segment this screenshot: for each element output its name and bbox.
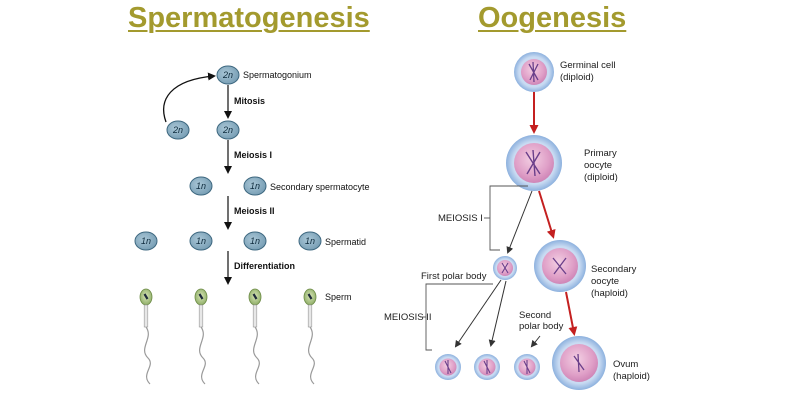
polar-body-cell-2: [474, 354, 500, 380]
germinal-cell-label-line1: Germinal cell: [560, 60, 615, 71]
spermatid-label: Spermatid: [325, 237, 366, 247]
cell-label-1n: 1n: [250, 236, 260, 246]
cell-label-1n: 1n: [196, 181, 206, 191]
second-polar-body-cell: [514, 354, 540, 380]
primary-to-polar-arrow: [506, 190, 533, 254]
oogenesis-title: Oogenesis: [478, 2, 627, 34]
meiosis2-label: MEIOSIS II: [384, 312, 432, 323]
secondary-spermatocyte-cell-2: 1n: [243, 176, 267, 196]
sperm-cell-2: [194, 288, 208, 385]
daughter-cell-left: 2n: [166, 120, 190, 140]
secondary-oocyte-cell: [534, 240, 586, 292]
spermatid-cell-3: 1n: [243, 231, 267, 251]
meiosis2-label: Meiosis II: [234, 206, 275, 216]
cell-label-2n: 2n: [222, 70, 233, 80]
primary-oocyte-cell: [506, 135, 562, 191]
primary-oocyte-label-line2: oocyte: [584, 160, 612, 171]
meiosis1-label: Meiosis I: [234, 150, 272, 160]
second-polar-body-label-line1: Second: [519, 310, 551, 321]
sperm-label: Sperm: [325, 292, 352, 302]
secondary-oocyte-label-line2: oocyte: [591, 276, 619, 287]
secondary-oocyte-label-line1: Secondary: [591, 264, 637, 275]
spermatogonium-label: Spermatogonium: [243, 70, 312, 80]
spermatid-cell-1: 1n: [134, 231, 158, 251]
ovum-label-line1: Ovum: [613, 359, 638, 370]
first-polar-body-label: First polar body: [421, 271, 487, 282]
germinal-cell-label-line2: (diploid): [560, 72, 594, 83]
mitosis-label: Mitosis: [234, 96, 265, 106]
germinal-cell: [514, 52, 554, 92]
primary-spermatocyte-cell: 2n: [216, 120, 240, 140]
primary-to-secondary-arrow: [538, 190, 556, 239]
spermatogenesis-diagram: 2n Spermatogonium Mitosis 2n 2n Meiosis …: [134, 65, 370, 385]
secondary-spermatocyte-cell-1: 1n: [189, 176, 213, 196]
oogenesis-diagram: Germinal cell (diploid) Primary oocyte (…: [384, 52, 650, 390]
sperm-cell-3: [248, 288, 262, 385]
cell-label-1n: 1n: [141, 236, 151, 246]
spermatid-cell-2: 1n: [189, 231, 213, 251]
polar-to-cell1-arrow: [454, 279, 502, 348]
meiosis1-label: MEIOSIS I: [438, 213, 483, 224]
polar-to-cell2-arrow: [488, 280, 507, 347]
sperm-cell-1: [139, 288, 153, 385]
polar-body-cell-1: [435, 354, 461, 380]
ovum-label-line2: (haploid): [613, 371, 650, 382]
cell-label-1n: 1n: [250, 181, 260, 191]
secondary-to-ovum-arrow: [565, 291, 578, 336]
spermatid-cell-4: 1n: [298, 231, 322, 251]
cell-label-1n: 1n: [196, 236, 206, 246]
cell-label-2n: 2n: [222, 125, 233, 135]
second-polar-body-label-line2: polar body: [519, 321, 564, 332]
spermatogenesis-title: Spermatogenesis: [128, 2, 370, 34]
primary-oocyte-label-line1: Primary: [584, 148, 617, 159]
secondary-to-polar2-arrow: [530, 335, 541, 348]
primary-oocyte-label-line3: (diploid): [584, 172, 618, 183]
secondary-spermatocyte-label: Secondary spermatocyte: [270, 182, 370, 192]
secondary-oocyte-label-line3: (haploid): [591, 288, 628, 299]
differentiation-label: Differentiation: [234, 261, 295, 271]
first-polar-body-cell: [493, 256, 517, 280]
meiosis1-bracket: [489, 185, 528, 251]
spermatogonium-cell: 2n: [216, 65, 240, 85]
ovum-cell: [552, 336, 606, 390]
cell-label-1n: 1n: [305, 236, 315, 246]
self-renewal-arrow: [163, 72, 216, 123]
cell-label-2n: 2n: [172, 125, 183, 135]
sperm-cell-4: [303, 288, 317, 385]
